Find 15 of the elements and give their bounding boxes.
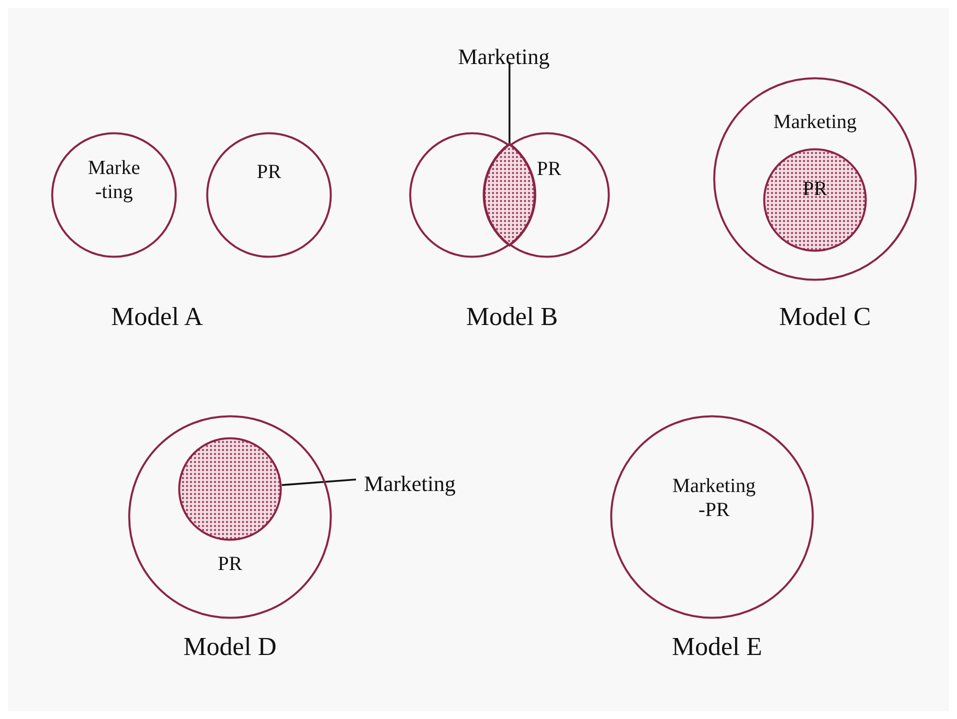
model-caption: Model C [779, 302, 871, 332]
model-caption: Model B [466, 302, 558, 332]
leader-line [282, 478, 356, 486]
model-caption: Model E [672, 632, 762, 662]
model-caption: Model D [183, 632, 277, 662]
circle-label: PR [536, 157, 562, 181]
circle-label: PR [216, 552, 244, 576]
model-caption: Model A [111, 302, 203, 332]
circle-label: PR [256, 160, 282, 184]
callout-text: Marketing [458, 44, 550, 70]
circle-label: PR [802, 177, 828, 201]
callout-text: Marketing [364, 471, 456, 497]
circle-label: Marke -ting [86, 156, 142, 204]
circle-label: Marketing -PR [671, 474, 757, 522]
circle-label: Marketing [772, 110, 858, 134]
